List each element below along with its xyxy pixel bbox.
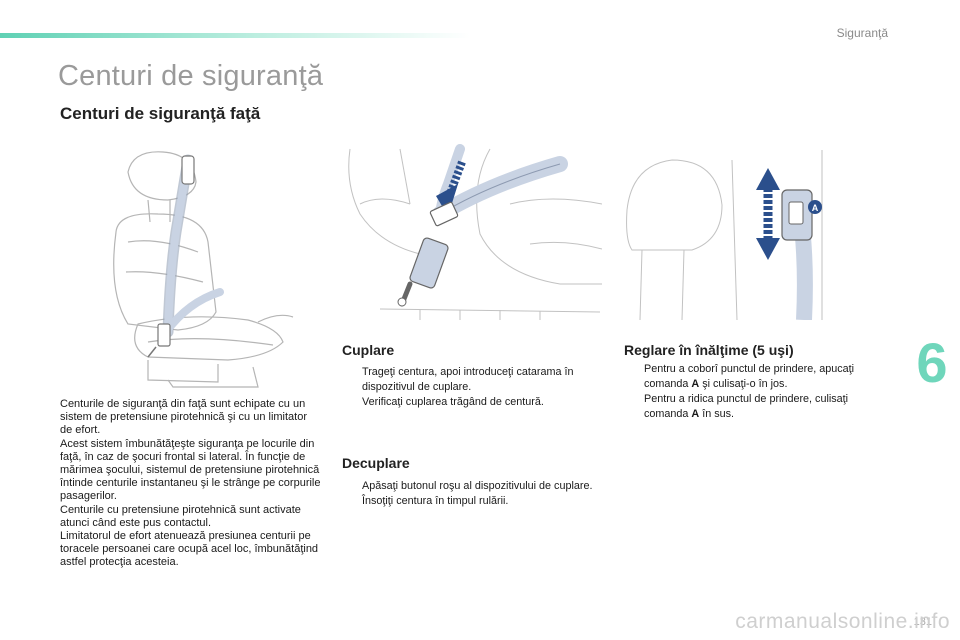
list-item: Însoţiţi centura în timpul rulării. [362,495,509,507]
list-item: Apăsaţi butonul roşu al dispozitivului d… [362,480,593,492]
list-item: Pentru a ridica punctul de prindere, cul… [644,393,849,420]
buckle-illustration [340,144,602,320]
header-accent-bar [0,33,470,38]
section-header: Siguranţă [836,26,888,40]
page-subtitle: Centuri de siguranţă faţă [60,104,261,123]
intro-paragraph: Centurile de siguranţă din faţă sunt ech… [60,398,308,437]
watermark: carmanualsonline.info [735,610,950,633]
list-item: Trageţi centura, apoi introduceţi catara… [362,366,574,393]
decuplare-heading: Decuplare [342,455,410,471]
reglare-list: Pentru a coborî punctul de prindere, apu… [624,362,894,422]
intro-paragraph: Limitatorul de efort atenuează presiunea… [60,530,319,569]
seat-illustration [108,142,326,392]
cuplare-list: Trageţi centura, apoi introduceţi catara… [342,365,598,410]
reglare-heading: Reglare în înălţime (5 uşi) [624,342,794,358]
decuplare-list: Apăsaţi butonul roşu al dispozitivului d… [342,479,598,509]
control-a-label: A [691,378,700,390]
intro-paragraph: Acest sistem îmbunătăţeşte siguranţa pe … [60,437,321,503]
height-adjustment-illustration: A [622,150,832,320]
list-item: Pentru a coborî punctul de prindere, apu… [644,363,855,390]
list-item: Verificaţi cuplarea trăgând de centură. [362,396,544,408]
chapter-tab: 6 [904,332,960,394]
intro-text: Centurile de siguranţă din faţă sunt ech… [60,398,322,570]
intro-paragraph: Centurile cu pretensiune pirotehnică sun… [60,503,301,529]
chapter-number: 6 [916,331,948,394]
page-title: Centuri de siguranţă [58,60,324,92]
cuplare-heading: Cuplare [342,342,395,358]
callout-a-label: A [812,203,819,213]
control-a-label: A [691,408,700,420]
page-number: 131 [913,616,932,628]
